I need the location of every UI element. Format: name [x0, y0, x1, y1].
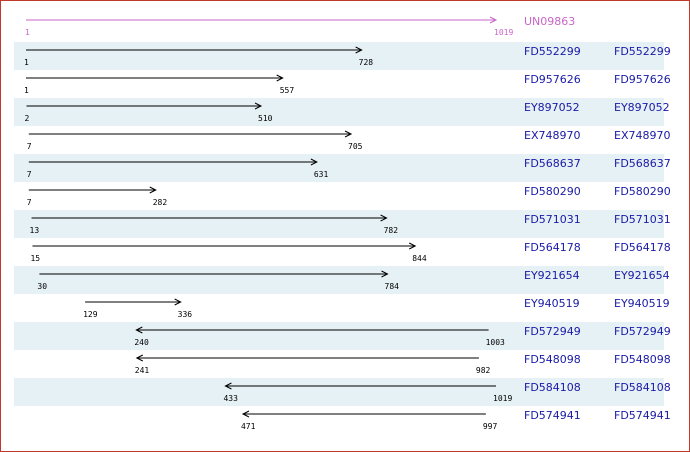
alignment-start-pos: 240 [134, 338, 149, 347]
alignment-arrow-ex748970 [28, 130, 353, 138]
sequence-link-alt-fd584108[interactable]: FD584108 [614, 381, 671, 394]
alignment-arrow-fd584108 [224, 382, 496, 390]
reference-arrow [26, 16, 498, 24]
alignment-end-pos: 336 [177, 310, 193, 319]
alignment-end-pos: 631 [313, 170, 329, 179]
sequence-link-alt-fd574941[interactable]: FD574941 [614, 409, 671, 422]
alignment-row [14, 266, 664, 294]
alignment-arrow-fd552299 [26, 46, 363, 54]
reference-end-pos: 1019 [494, 28, 514, 37]
alignment-start-pos: 30 [37, 282, 48, 291]
sequence-link-alt-ey921654[interactable]: EY921654 [614, 269, 670, 282]
alignment-start-pos: 15 [30, 254, 41, 263]
alignment-row [14, 42, 664, 70]
sequence-link-fd584108[interactable]: FD584108 [524, 381, 581, 394]
sequence-link-fd564178[interactable]: FD564178 [524, 241, 581, 254]
sequence-link-fd574941[interactable]: FD574941 [524, 409, 581, 422]
alignment-row [14, 378, 664, 406]
sequence-link-fd580290[interactable]: FD580290 [524, 185, 581, 198]
alignment-end-pos: 1003 [485, 338, 505, 347]
alignment-start-pos: 433 [223, 394, 238, 403]
alignment-arrow-fd572949 [135, 326, 489, 334]
sequence-link-alt-fd580290[interactable]: FD580290 [614, 185, 671, 198]
sequence-link-alt-fd568637[interactable]: FD568637 [614, 157, 671, 170]
sequence-link-ey940519[interactable]: EY940519 [524, 297, 580, 310]
alignment-row [14, 98, 664, 126]
alignment-end-pos: 282 [152, 198, 168, 207]
alignment-row [14, 210, 664, 238]
alignment-end-pos: 705 [348, 142, 363, 151]
sequence-link-alt-fd571031[interactable]: FD571031 [614, 213, 671, 226]
sequence-link-alt-ey897052[interactable]: EY897052 [614, 101, 670, 114]
alignment-end-pos: 844 [412, 254, 427, 263]
alignment-start-pos: 129 [83, 310, 98, 319]
sequence-link-fd571031[interactable]: FD571031 [524, 213, 581, 226]
alignment-arrow-fd564178 [32, 242, 417, 250]
sequence-link-alt-fd957626[interactable]: FD957626 [614, 73, 671, 86]
alignment-arrow-fd548098 [135, 354, 479, 362]
sequence-link-alt-fd572949[interactable]: FD572949 [614, 325, 671, 338]
sequence-link-fd568637[interactable]: FD568637 [524, 157, 581, 170]
alignment-row [14, 322, 664, 350]
sequence-link-fd957626[interactable]: FD957626 [524, 73, 581, 86]
alignment-arrow-fd580290 [28, 186, 157, 194]
alignment-end-pos: 784 [384, 282, 399, 291]
alignment-start-pos: 2 [24, 114, 30, 123]
alignment-arrow-ey897052 [26, 102, 263, 110]
alignment-row [14, 154, 664, 182]
alignment-start-pos: 7 [26, 198, 32, 207]
alignment-end-pos: 782 [383, 226, 399, 235]
alignment-arrow-ey940519 [85, 298, 182, 306]
sequence-link-ey921654[interactable]: EY921654 [524, 269, 580, 282]
sequence-link-alt-ex748970[interactable]: EX748970 [614, 129, 671, 142]
alignment-start-pos: 13 [29, 226, 40, 235]
sequence-link-fd552299[interactable]: FD552299 [524, 45, 581, 58]
alignment-start-pos: 471 [240, 422, 256, 431]
alignment-arrow-ey921654 [39, 270, 389, 278]
reference-label: UN09863 [524, 15, 576, 28]
sequence-link-fd572949[interactable]: FD572949 [524, 325, 581, 338]
alignment-start-pos: 7 [26, 142, 32, 151]
alignment-arrow-fd571031 [31, 214, 388, 222]
alignment-arrow-fd568637 [28, 158, 318, 166]
sequence-link-alt-ey940519[interactable]: EY940519 [614, 297, 670, 310]
sequence-link-alt-fd552299[interactable]: FD552299 [614, 45, 671, 58]
sequence-link-ey897052[interactable]: EY897052 [524, 101, 580, 114]
sequence-link-ex748970[interactable]: EX748970 [524, 129, 581, 142]
alignment-start-pos: 7 [26, 170, 32, 179]
alignment-start-pos: 1 [24, 86, 29, 95]
alignment-end-pos: 1019 [493, 394, 513, 403]
sequence-link-alt-fd548098[interactable]: FD548098 [614, 353, 671, 366]
reference-start-pos: 1 [25, 28, 30, 37]
alignment-arrow-fd957626 [26, 74, 284, 82]
sequence-link-alt-fd564178[interactable]: FD564178 [614, 241, 671, 254]
alignment-start-pos: 1 [24, 58, 29, 67]
alignment-start-pos: 241 [134, 366, 150, 375]
alignment-end-pos: 557 [279, 86, 295, 95]
alignment-end-pos: 728 [358, 58, 374, 67]
alignment-end-pos: 510 [258, 114, 273, 123]
alignment-end-pos: 997 [482, 422, 498, 431]
sequence-link-fd548098[interactable]: FD548098 [524, 353, 581, 366]
alignment-arrow-fd574941 [241, 410, 486, 418]
alignment-end-pos: 982 [475, 366, 491, 375]
